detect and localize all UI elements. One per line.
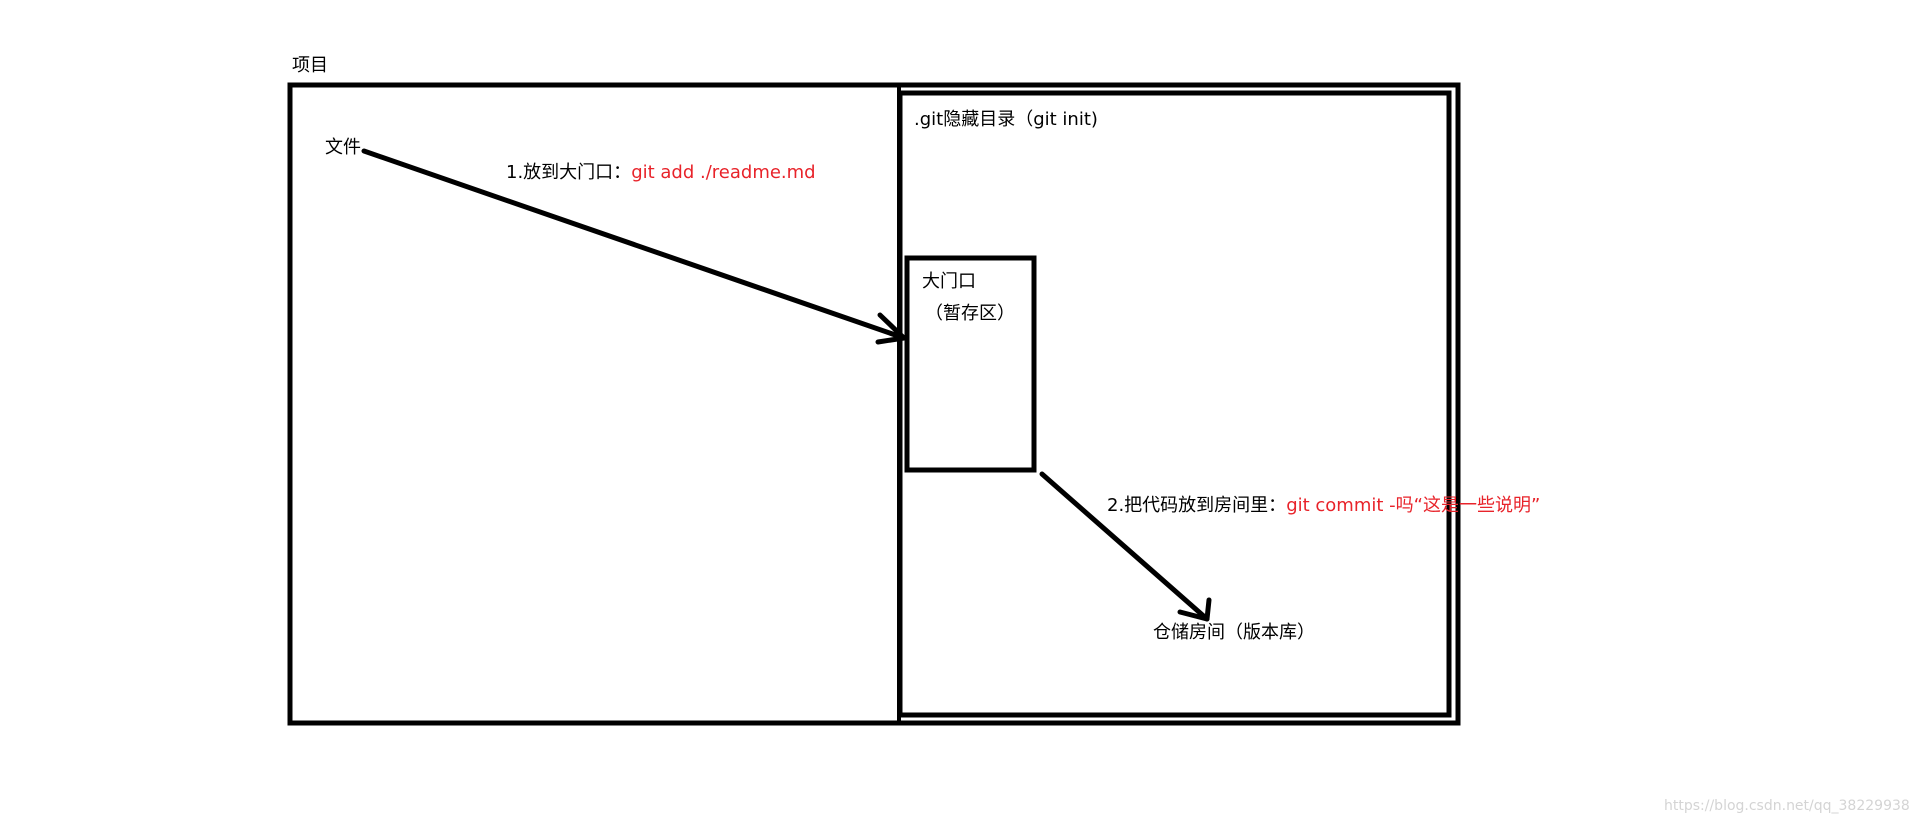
repository-label: 仓储房间（版本库） xyxy=(1153,622,1315,643)
step-commit-label: 2.把代码放到房间里：git commit -吗“这是一些说明” xyxy=(1107,495,1540,517)
step-add-label: 1.放到大门口：git add ./readme.md xyxy=(506,162,816,184)
step-add-prefix: 1.放到大门口： xyxy=(506,162,632,183)
step-add-command: git add ./readme.md xyxy=(631,162,816,183)
arrow-add-line xyxy=(361,148,907,341)
arrow-add-head xyxy=(875,312,907,345)
arrow-commit-head xyxy=(1177,597,1212,622)
file-label: 文件 xyxy=(325,137,361,158)
step-commit-command: git commit -吗“这是一些说明” xyxy=(1286,495,1541,516)
staging-sub-label: （暂存区） xyxy=(925,303,1015,324)
arrow-commit-line xyxy=(1039,471,1210,622)
watermark-text: https://blog.csdn.net/qq_38229938 xyxy=(1664,798,1910,814)
project-label: 项目 xyxy=(292,55,328,76)
staging-area-box xyxy=(904,255,1037,473)
git-dir-label: .git隐藏目录（git init) xyxy=(914,109,1098,130)
git-dir-box-inner xyxy=(897,90,1452,718)
staging-title-label: 大门口 xyxy=(922,271,976,292)
step-commit-prefix: 2.把代码放到房间里： xyxy=(1107,495,1287,516)
